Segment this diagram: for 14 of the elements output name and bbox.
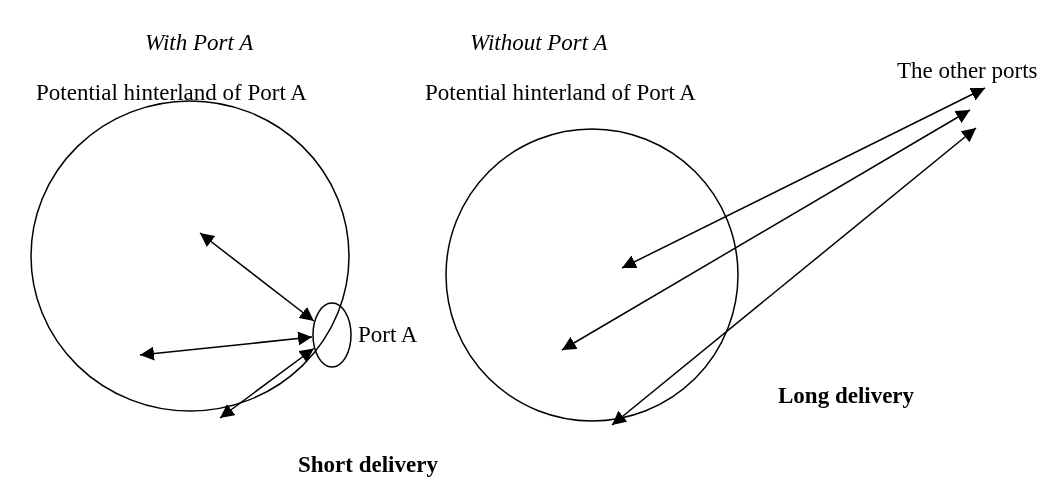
delivery-label: Long delivery (778, 383, 915, 409)
double-arrow (621, 87, 986, 269)
panel-title: With Port A (145, 30, 254, 56)
panel-title: Without Port A (470, 30, 608, 56)
double-arrow (219, 347, 315, 419)
region-label: Potential hinterland of Port A (36, 80, 307, 106)
region-label: Potential hinterland of Port A (425, 80, 696, 106)
region-label: Port A (358, 322, 418, 348)
double-arrow (561, 109, 971, 351)
ports-label: The other ports (897, 58, 1038, 84)
double-arrow (611, 127, 977, 426)
double-arrow (199, 232, 315, 322)
double-arrow (139, 331, 313, 361)
delivery-label: Short delivery (298, 452, 438, 478)
